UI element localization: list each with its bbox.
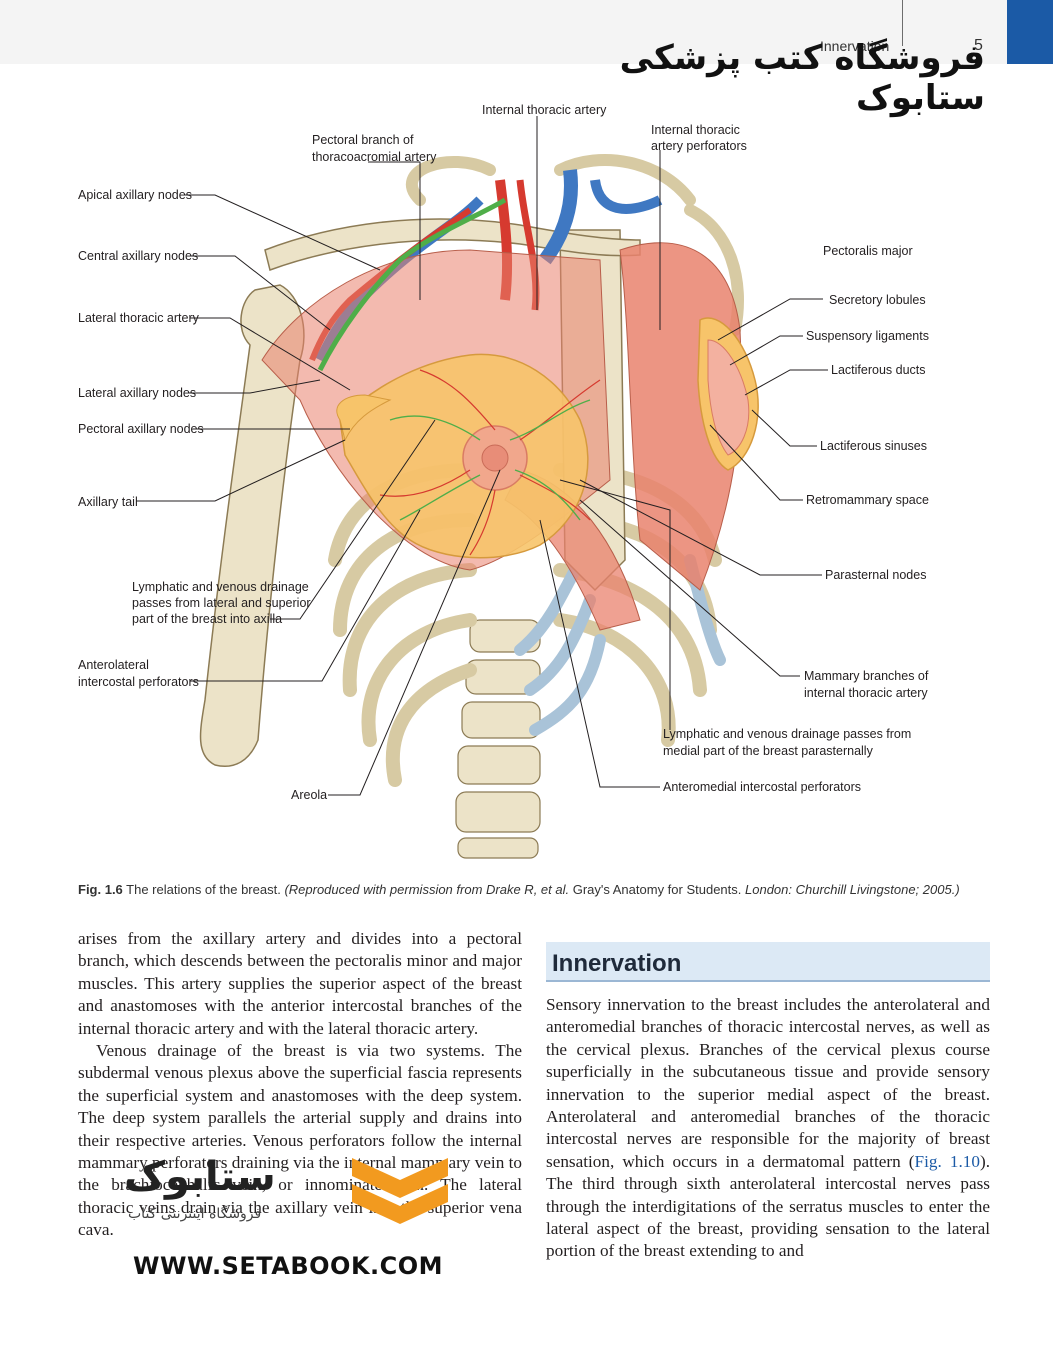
caption-credit-suffix: London: Churchill Livingstone; 2005.)	[741, 882, 960, 897]
section-heading-box: Innervation	[546, 942, 990, 982]
watermark-url: WWW.SETABOOK.COM	[133, 1252, 444, 1280]
anatomy-illustration	[199, 154, 759, 859]
label-suspensory-ligaments: Suspensory ligaments	[806, 329, 929, 343]
label-secretory-lobules: Secretory lobules	[829, 293, 926, 307]
label-anteromedial: Anteromedial intercostal perforators	[663, 780, 861, 794]
running-head: Innervation	[820, 38, 890, 54]
label-central-axillary-nodes: Central axillary nodes	[78, 249, 198, 263]
body-text: ). The third through sixth anterolateral…	[546, 1151, 990, 1261]
label-lactiferous-sinuses: Lactiferous sinuses	[820, 439, 927, 453]
label-pectoral-branch-1: Pectoral branch of	[312, 133, 414, 147]
caption-book-title: Gray's Anatomy for Students.	[572, 882, 742, 897]
label-anterolateral-1: Anterolateral	[78, 658, 149, 672]
figure-caption: Fig. 1.6 The relations of the breast. (R…	[78, 882, 978, 897]
label-lymphatic-medial-1: Lymphatic and venous drainage passes fro…	[663, 727, 911, 741]
label-internal-thoracic-artery: Internal thoracic artery	[482, 103, 607, 117]
figure-labels: Internal thoracic artery Pectoral branch…	[78, 103, 929, 802]
breast-anatomy-figure: Internal thoracic artery Pectoral branch…	[78, 103, 929, 859]
watermark-subtext: فروشگاه اینترنتی کتاب	[128, 1206, 262, 1222]
watermark-chevron-icon	[352, 1158, 448, 1224]
leader-lines	[136, 116, 828, 796]
nipple-shape	[481, 444, 509, 472]
label-lymphatic-lateral-2: passes from lateral and superior	[132, 596, 311, 610]
caption-text: The relations of the breast.	[122, 882, 285, 897]
label-internal-thoracic-perforators-2: artery perforators	[651, 139, 747, 153]
header-band	[0, 0, 1053, 64]
figure-reference-link[interactable]: Fig. 1.10	[914, 1151, 980, 1171]
body-text: Sensory innervation to the breast includ…	[546, 995, 990, 1171]
page-number: 5	[974, 37, 983, 54]
label-pectoral-branch-2: thoracoacromial artery	[312, 150, 437, 164]
body-paragraph: arises from the axillary artery and divi…	[78, 929, 522, 1038]
label-internal-thoracic-perforators-1: Internal thoracic	[651, 123, 740, 137]
caption-credit-prefix: (Reproduced with permission from Drake R…	[284, 882, 573, 897]
lymph-chain	[317, 197, 507, 372]
label-lymphatic-lateral-3: part of the breast into axilla	[132, 612, 282, 626]
label-parasternal-nodes: Parasternal nodes	[825, 568, 926, 582]
label-lymphatic-medial-2: medial part of the breast parasternally	[663, 744, 874, 758]
label-retromammary-space: Retromammary space	[806, 493, 929, 507]
watermark-logo-text: ستابوک	[124, 1154, 276, 1200]
right-column: Sensory innervation to the breast includ…	[546, 994, 990, 1263]
label-pectoralis-major: Pectoralis major	[823, 244, 913, 258]
label-apical-axillary-nodes: Apical axillary nodes	[78, 188, 192, 202]
body-paragraph: Venous drainage of the breast is via two…	[78, 1041, 522, 1240]
label-lactiferous-ducts: Lactiferous ducts	[831, 363, 926, 377]
watermark-logo: ستابوک فروشگاه اینترنتی کتاب WWW.SETABOO…	[118, 1150, 458, 1285]
spine	[455, 619, 541, 859]
header-tab	[1007, 0, 1053, 64]
watermark-top: فروشگاه کتب پزشکی ستابوک	[619, 38, 985, 118]
breast-section-inner	[707, 339, 750, 456]
label-mammary-branches-2: internal thoracic artery	[804, 686, 928, 700]
axillary-tail-shape	[336, 394, 392, 442]
body-paragraph: Sensory innervation to the breast includ…	[546, 994, 990, 1263]
label-mammary-branches-1: Mammary branches of	[804, 669, 929, 683]
section-heading: Innervation	[552, 950, 682, 977]
label-axillary-tail: Axillary tail	[78, 495, 138, 509]
label-lateral-axillary-nodes: Lateral axillary nodes	[78, 386, 196, 400]
label-lymphatic-lateral-1: Lymphatic and venous drainage	[132, 580, 309, 594]
label-lateral-thoracic-artery: Lateral thoracic artery	[78, 311, 200, 325]
caption-fig-number: Fig. 1.6	[78, 882, 123, 897]
header-rule	[902, 0, 903, 46]
label-anterolateral-2: intercostal perforators	[78, 675, 199, 689]
left-column: arises from the axillary artery and divi…	[78, 928, 522, 1242]
label-areola: Areola	[291, 788, 327, 802]
breast-lymphatics	[389, 399, 591, 521]
label-pectoral-axillary-nodes: Pectoral axillary nodes	[78, 422, 204, 436]
